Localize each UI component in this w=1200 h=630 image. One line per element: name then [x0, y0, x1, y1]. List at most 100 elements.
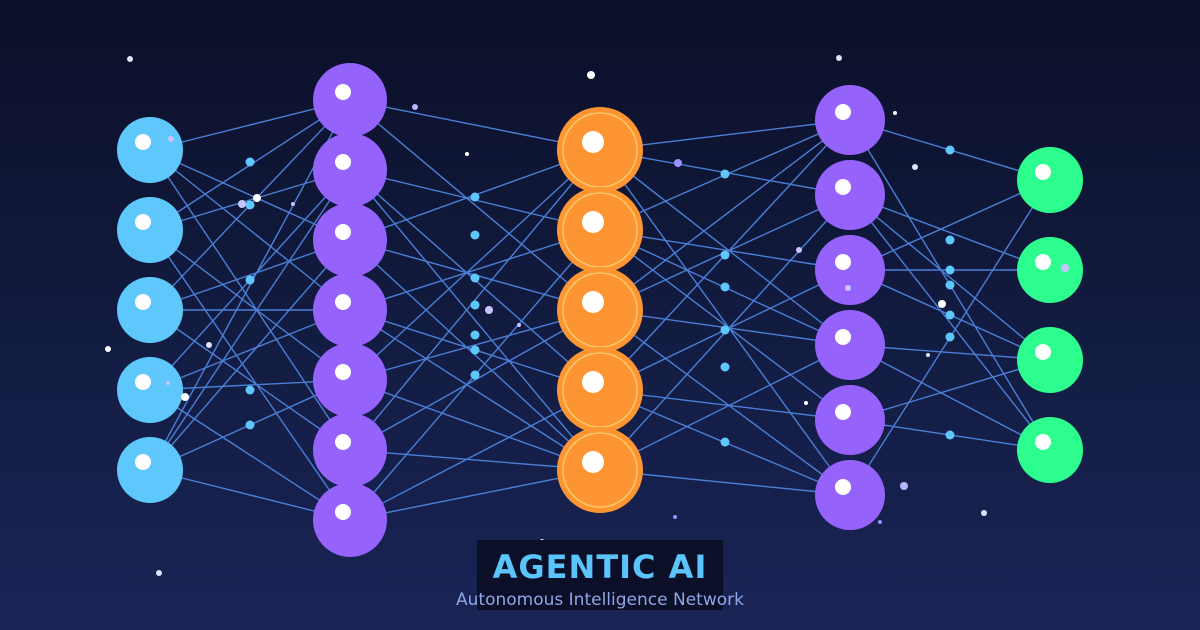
signal-dot — [720, 250, 730, 260]
signal-dot — [945, 332, 955, 342]
connection-line — [599, 149, 851, 496]
node-highlight — [582, 371, 604, 393]
star-particle — [673, 515, 677, 519]
signal-dot — [470, 330, 480, 340]
connection-line — [149, 239, 351, 471]
star-particle — [181, 393, 189, 401]
signal-dot — [470, 370, 480, 380]
node-core-3 — [557, 267, 643, 353]
connection-line — [849, 179, 1051, 271]
star-particle — [912, 164, 918, 170]
star-particle — [836, 55, 842, 61]
star-particle — [485, 306, 493, 314]
node-highlight — [135, 134, 151, 150]
connection-line — [599, 119, 851, 311]
node-output-1 — [1017, 147, 1083, 213]
signal-dot — [245, 157, 255, 167]
node-highlight — [835, 254, 851, 270]
node-highlight — [1035, 344, 1051, 360]
star-particle — [900, 482, 908, 490]
node-input-3 — [117, 277, 183, 343]
connection-line — [599, 149, 851, 346]
signal-dots — [245, 145, 955, 447]
signal-dot — [470, 192, 480, 202]
signal-dot — [470, 345, 480, 355]
node-output-3 — [1017, 327, 1083, 393]
star-particle — [674, 159, 682, 167]
signal-dot — [720, 362, 730, 372]
connection-line — [149, 389, 351, 521]
connection-line — [149, 169, 351, 471]
star-particle — [206, 342, 212, 348]
star-particle — [878, 520, 882, 524]
signal-dot — [470, 273, 480, 283]
node-hidden-2-4 — [815, 310, 885, 380]
node-highlight — [1035, 434, 1051, 450]
node-core-5 — [557, 427, 643, 513]
connection-line — [599, 309, 851, 496]
node-hidden-2-2 — [815, 160, 885, 230]
node-highlight — [835, 104, 851, 120]
connection-line — [349, 239, 601, 471]
star-particle — [1061, 264, 1069, 272]
connection-line — [349, 229, 601, 311]
node-highlight — [335, 294, 351, 310]
connection-line — [849, 344, 1051, 451]
page-title: AGENTIC AI — [492, 548, 708, 586]
star-particle — [465, 152, 469, 156]
star-particle — [127, 56, 133, 62]
node-highlight — [135, 214, 151, 230]
connection-line — [849, 194, 1051, 271]
node-highlight — [835, 329, 851, 345]
title-backdrop — [477, 540, 723, 610]
signal-dot — [945, 280, 955, 290]
node-highlight — [582, 131, 604, 153]
node-hidden-2-1 — [815, 85, 885, 155]
node-highlight — [335, 224, 351, 240]
node-input-4 — [117, 357, 183, 423]
node-highlight — [582, 451, 604, 473]
star-particle — [156, 570, 162, 576]
star-particle — [587, 71, 595, 79]
node-hidden-1-5 — [313, 343, 387, 417]
signal-dot — [945, 265, 955, 275]
page-subtitle: Autonomous Intelligence Network — [456, 590, 744, 610]
connection-line — [349, 149, 601, 381]
signal-dot — [720, 437, 730, 447]
connection-line — [349, 379, 601, 471]
node-input-5 — [117, 437, 183, 503]
star-particle — [517, 323, 521, 327]
connection-line — [149, 149, 351, 451]
node-hidden-2-6 — [815, 460, 885, 530]
node-highlight — [582, 211, 604, 233]
connection-line — [349, 99, 601, 311]
node-highlight — [335, 154, 351, 170]
node-hidden-1-6 — [313, 413, 387, 487]
node-core-2 — [557, 187, 643, 273]
signal-dot — [720, 169, 730, 179]
star-particle — [938, 300, 946, 308]
connection-line — [349, 309, 601, 471]
node-hidden-2-5 — [815, 385, 885, 455]
signal-dot — [470, 300, 480, 310]
node-core-4 — [557, 347, 643, 433]
star-particle — [238, 200, 246, 208]
star-particles — [105, 55, 1069, 576]
star-particle — [412, 104, 418, 110]
signal-dot — [245, 275, 255, 285]
node-highlight — [335, 504, 351, 520]
node-highlight — [1035, 254, 1051, 270]
star-particle — [981, 510, 987, 516]
node-hidden-1-3 — [313, 203, 387, 277]
signal-dot — [945, 430, 955, 440]
star-particle — [105, 346, 111, 352]
node-highlight — [1035, 164, 1051, 180]
node-input-2 — [117, 197, 183, 263]
signal-dot — [245, 420, 255, 430]
network-nodes — [117, 63, 1083, 557]
star-particle — [291, 202, 295, 206]
node-core-1 — [557, 107, 643, 193]
signal-dot — [720, 325, 730, 335]
connection-line — [149, 149, 351, 311]
